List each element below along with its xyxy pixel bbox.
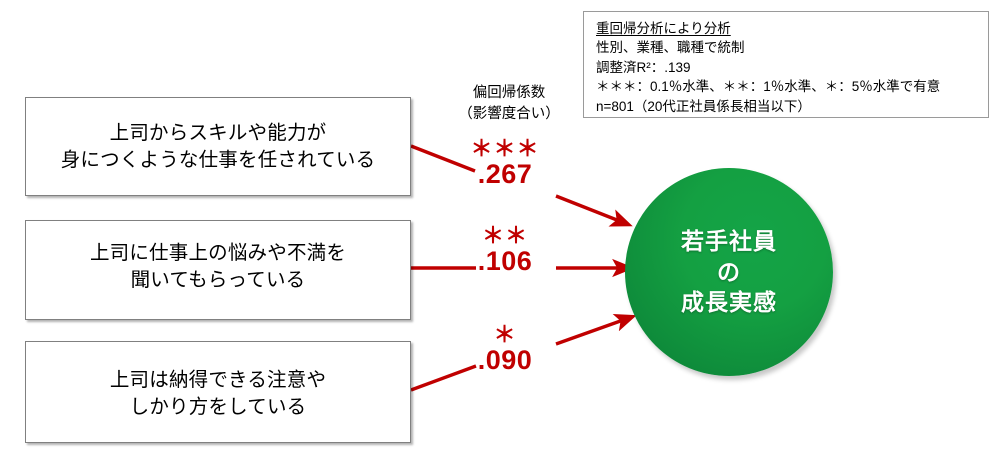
factor-1-line-2: 身につくような仕事を任されている bbox=[60, 148, 376, 171]
factor-1-line-1: 上司からスキルや能力が bbox=[109, 121, 327, 144]
outcome-circle: 若手社員 の 成長実感 bbox=[625, 168, 833, 376]
outcome-line-1: 若手社員 bbox=[681, 227, 777, 254]
significance-stars-3: ＊ bbox=[493, 322, 517, 347]
notes-line-5: n=801（20代正社員係長相当以下） bbox=[596, 98, 811, 114]
coefficient-column-header: 偏回帰係数 （影響度合い） bbox=[434, 83, 584, 124]
notes-line-1: 重回帰分析により分析 bbox=[596, 21, 731, 36]
outcome-line-2: の bbox=[717, 258, 741, 285]
outcome-line-3: 成長実感 bbox=[681, 289, 777, 316]
coefficient-label-1: ＊＊＊ .267 bbox=[430, 136, 580, 189]
significance-stars-2: ＊＊ bbox=[481, 223, 528, 248]
notes-line-4: ＊＊＊：0.1％水準、＊＊：1％水準、＊：5％水準で有意 bbox=[596, 79, 941, 95]
coefficient-label-2: ＊＊ .106 bbox=[430, 223, 580, 276]
factor-box-1: 上司からスキルや能力が 身につくような仕事を任されている bbox=[25, 97, 411, 196]
coefficient-header-line-2: （影響度合い） bbox=[458, 105, 560, 122]
factor-2-line-1: 上司に仕事上の悩みや不満を bbox=[89, 242, 347, 265]
notes-line-2: 性別、業種、職種で統制 bbox=[596, 40, 745, 56]
coefficient-header-line-1: 偏回帰係数 bbox=[472, 85, 546, 101]
factor-3-line-2: しかり方をしている bbox=[129, 396, 307, 418]
factor-3-line-1: 上司は納得できる注意や bbox=[109, 369, 327, 392]
coefficient-value-2: .106 bbox=[477, 245, 533, 276]
significance-stars-1: ＊＊＊ bbox=[470, 136, 540, 161]
notes-line-3: 調整済R²：.139 bbox=[596, 59, 691, 75]
factor-2-line-2: 聞いてもらっている bbox=[130, 269, 306, 291]
coefficient-value-1: .267 bbox=[477, 158, 533, 189]
factor-box-2: 上司に仕事上の悩みや不満を 聞いてもらっている bbox=[25, 220, 411, 320]
factor-box-3: 上司は納得できる注意や しかり方をしている bbox=[25, 341, 411, 443]
notes-box: 重回帰分析により分析 性別、業種、職種で統制 調整済R²：.139 ＊＊＊：0.… bbox=[583, 11, 989, 118]
coefficient-value-3: .090 bbox=[477, 344, 533, 375]
coefficient-label-3: ＊ .090 bbox=[430, 322, 580, 375]
